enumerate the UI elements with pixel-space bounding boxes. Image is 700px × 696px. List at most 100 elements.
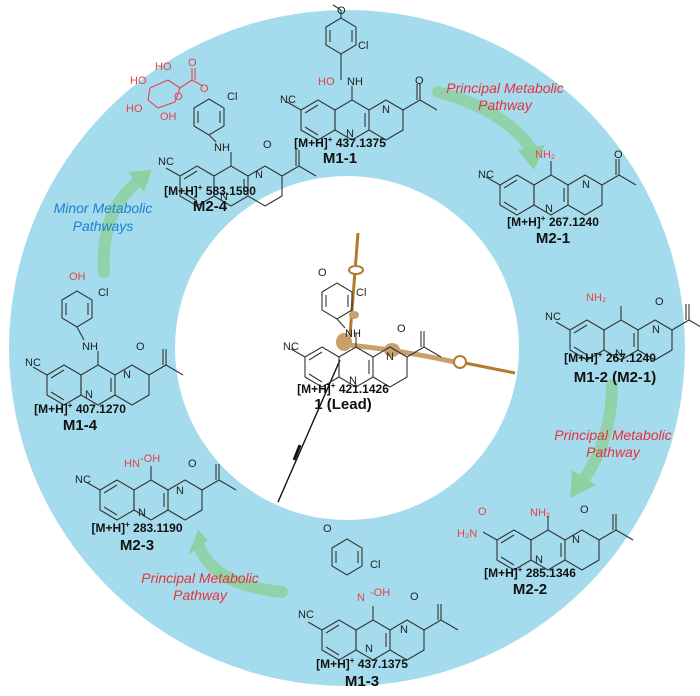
arrow-m1-4-to-m2-4	[97, 174, 146, 278]
svg-text:O: O	[188, 57, 197, 69]
svg-text:M1-3: M1-3	[345, 673, 379, 690]
svg-text:N: N	[615, 348, 623, 360]
svg-text:M2-2: M2-2	[513, 581, 547, 598]
clock-hand-right-ring	[453, 355, 467, 369]
svg-text:N: N	[582, 179, 590, 191]
svg-text:1 (Lead): 1 (Lead)	[314, 396, 372, 413]
svg-text:HO: HO	[130, 75, 147, 87]
svg-text:M1-2 (M2-1): M1-2 (M2-1)	[574, 369, 657, 386]
clock-hand-second	[277, 359, 341, 503]
svg-text:Cl: Cl	[358, 40, 368, 52]
clock-hand-right	[347, 342, 456, 365]
svg-text:Pathway: Pathway	[586, 444, 641, 460]
svg-text:O: O	[174, 91, 183, 103]
svg-text:N: N	[535, 554, 543, 566]
compound-lead: O Cl NH NC N N O [M+H]+ 421.1426 1 (Lead…	[283, 267, 442, 413]
pathway-label-1: Principal Metabolic Pathway	[446, 80, 564, 113]
svg-text:NH₂: NH₂	[586, 292, 606, 304]
compound-m2-2: NH₂ O H₂N N N O [M+H]+ 285.1346 M2-2	[457, 504, 634, 598]
svg-text:M1-4: M1-4	[63, 417, 98, 434]
clock-hands	[277, 232, 516, 503]
svg-text:N: N	[386, 351, 394, 363]
svg-text:Principal Metabolic: Principal Metabolic	[446, 80, 564, 96]
svg-text:N: N	[85, 389, 93, 401]
svg-text:HN: HN	[124, 458, 140, 470]
svg-text:NH: NH	[214, 142, 230, 154]
arrow-m1-3-to-m2-3	[194, 542, 288, 598]
svg-text:N: N	[123, 369, 131, 381]
svg-text:N: N	[176, 485, 184, 497]
svg-text:H₂N: H₂N	[457, 528, 477, 540]
arrow-head	[188, 530, 208, 555]
svg-text:O: O	[478, 506, 487, 518]
pathway-label-2: Principal Metabolic Pathway	[554, 427, 672, 460]
svg-text:[M+H]+ 437.1375: [M+H]+ 437.1375	[294, 135, 386, 150]
svg-text:[M+H]+ 267.1240: [M+H]+ 267.1240	[507, 214, 599, 229]
svg-text:Pathway: Pathway	[173, 587, 228, 603]
compound-m2-3: HN -OH NC N N O [M+H]+ 283.1190 M2-3	[75, 453, 237, 554]
svg-text:N: N	[346, 128, 354, 140]
hand-blob	[349, 311, 359, 319]
svg-text:Principal Metabolic: Principal Metabolic	[141, 570, 259, 586]
svg-text:OH: OH	[160, 111, 177, 123]
svg-text:-OH: -OH	[370, 587, 390, 599]
svg-text:N: N	[545, 203, 553, 215]
svg-text:N: N	[365, 643, 373, 655]
svg-text:NC: NC	[75, 474, 91, 486]
arrow-head	[518, 145, 545, 170]
svg-text:HO: HO	[155, 61, 172, 73]
clock-hand-second-thick	[292, 444, 302, 461]
svg-text:N: N	[572, 534, 580, 546]
pathway-label-4: Minor Metabolic Pathways	[54, 200, 153, 234]
svg-text:NH₂: NH₂	[535, 149, 555, 161]
compound-m1-3: O Cl N -OH NC N N O [M+H]+ 437.1375 M1-3	[298, 523, 459, 690]
svg-text:NH₂: NH₂	[530, 507, 550, 519]
svg-text:Minor Metabolic: Minor Metabolic	[54, 200, 153, 216]
arrow-head	[128, 170, 152, 192]
svg-text:[M+H]+ 285.1346: [M+H]+ 285.1346	[484, 565, 576, 580]
clock-hand-right-tip	[459, 360, 516, 375]
svg-text:O: O	[318, 267, 327, 279]
svg-text:NC: NC	[283, 341, 299, 353]
svg-text:Cl: Cl	[98, 287, 108, 299]
svg-text:HO: HO	[318, 76, 335, 88]
svg-text:M1-1: M1-1	[323, 150, 357, 167]
svg-text:NC: NC	[298, 609, 314, 621]
svg-text:O: O	[136, 341, 145, 353]
svg-text:Cl: Cl	[227, 91, 237, 103]
svg-text:Pathway: Pathway	[478, 97, 533, 113]
svg-text:[M+H]+ 421.1426: [M+H]+ 421.1426	[297, 381, 389, 396]
svg-text:M2-4: M2-4	[193, 198, 228, 215]
svg-text:N: N	[255, 169, 263, 181]
svg-text:NH: NH	[345, 328, 361, 340]
svg-text:O: O	[188, 458, 197, 470]
svg-text:O: O	[415, 75, 424, 87]
svg-text:O: O	[614, 149, 623, 161]
svg-text:O: O	[397, 323, 406, 335]
svg-text:N: N	[357, 592, 365, 604]
svg-text:Principal Metabolic: Principal Metabolic	[554, 427, 672, 443]
svg-text:[M+H]+ 437.1375: [M+H]+ 437.1375	[316, 656, 408, 671]
svg-text:O: O	[410, 591, 419, 603]
svg-text:O: O	[323, 523, 332, 535]
svg-text:NC: NC	[25, 357, 41, 369]
arrow-m1-2-to-m2-2	[576, 379, 618, 488]
svg-text:Pathways: Pathways	[73, 218, 134, 234]
svg-text:M2-1: M2-1	[536, 230, 570, 247]
svg-text:NH: NH	[82, 341, 98, 353]
svg-text:NC: NC	[280, 94, 296, 106]
svg-text:O: O	[337, 5, 346, 17]
svg-text:N: N	[400, 624, 408, 636]
svg-text:[M+H]+ 583.1590: [M+H]+ 583.1590	[164, 183, 256, 198]
hand-blob	[384, 343, 400, 357]
svg-text:O: O	[655, 296, 664, 308]
svg-text:O: O	[200, 83, 209, 95]
svg-text:NC: NC	[478, 169, 494, 181]
arrow-head	[570, 470, 596, 498]
svg-text:[M+H]+ 267.1240: [M+H]+ 267.1240	[564, 350, 656, 365]
svg-text:NC: NC	[545, 311, 561, 323]
svg-text:O: O	[263, 139, 272, 151]
arrow-m1-1-to-m2-1	[432, 86, 538, 156]
svg-text:-OH: -OH	[140, 453, 160, 465]
